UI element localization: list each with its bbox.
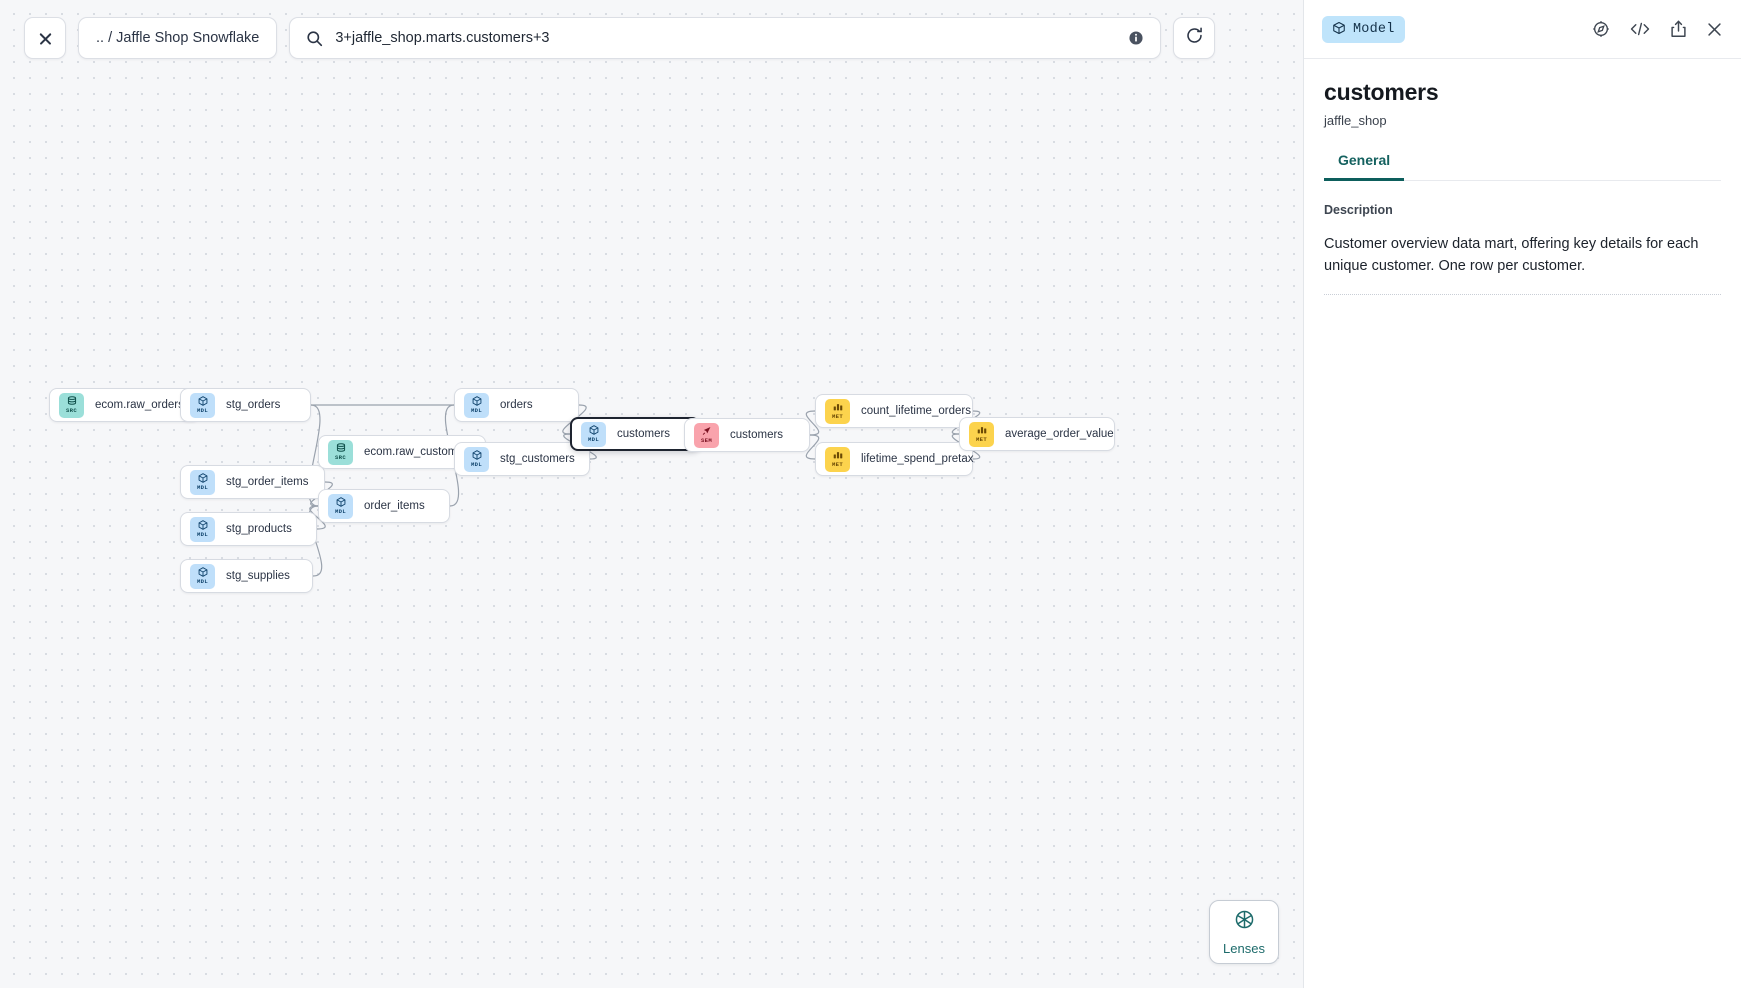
node-type-badge-sem-icon: SEM — [694, 422, 719, 448]
panel-subtitle: jaffle_shop — [1324, 113, 1387, 128]
node-label: stg_orders — [226, 399, 281, 411]
node-type-badge-src-icon: SRC — [328, 439, 353, 465]
node-type-badge-mdl-icon: MDL — [328, 493, 353, 519]
graph-node-lifetime_spend_pretax[interactable]: MET lifetime_spend_pretax — [815, 442, 974, 476]
graph-node-stg_products[interactable]: MDL stg_products — [180, 512, 317, 546]
cube-icon — [1332, 21, 1346, 38]
panel-header-actions — [1591, 19, 1723, 39]
panel-title-block: customers jaffle_shop — [1304, 59, 1741, 128]
resource-type-label: Model — [1353, 21, 1395, 37]
node-type-badge-met-icon: MET — [825, 446, 850, 472]
breadcrumb[interactable]: .. / Jaffle Shop Snowflake — [78, 17, 278, 59]
graph-node-stg_order_items[interactable]: MDL stg_order_items — [180, 465, 325, 499]
graph-node-order_items[interactable]: MDL order_items — [318, 489, 450, 523]
node-label: average_order_value — [1005, 428, 1114, 440]
share-icon[interactable] — [1669, 19, 1688, 39]
graph-node-stg_orders[interactable]: MDL stg_orders — [180, 388, 311, 422]
graph-node-count_lifetime_orders[interactable]: MET count_lifetime_orders — [815, 394, 973, 428]
node-label: stg_customers — [500, 453, 575, 465]
node-label: count_lifetime_orders — [861, 405, 971, 417]
node-type-badge-mdl-icon: MDL — [190, 392, 215, 418]
node-label: stg_supplies — [226, 570, 290, 582]
search-input[interactable] — [335, 30, 1129, 46]
code-icon[interactable] — [1629, 19, 1651, 39]
graph-node-average_order_value[interactable]: MET average_order_value — [959, 417, 1115, 451]
node-label: order_items — [364, 500, 425, 512]
node-label: customers — [730, 429, 784, 441]
node-label: customers — [617, 428, 671, 440]
graph-node-stg_supplies[interactable]: MDL stg_supplies — [180, 559, 313, 593]
details-panel: Model — [1303, 0, 1741, 988]
search-icon — [306, 30, 323, 47]
breadcrumb-label: .. / Jaffle Shop Snowflake — [96, 30, 260, 46]
graph-node-ecom.raw_customers[interactable]: SRC ecom.raw_customers — [318, 435, 486, 469]
node-type-badge-met-icon: MET — [969, 421, 994, 447]
refresh-icon — [1185, 26, 1204, 50]
graph-node-ecom.raw_orders[interactable]: SRC ecom.raw_orders — [49, 388, 200, 422]
node-type-badge-mdl-icon: MDL — [190, 563, 215, 589]
node-type-badge-mdl-icon: MDL — [464, 446, 489, 472]
close-lineage-button[interactable] — [24, 17, 66, 59]
graph-node-stg_customers[interactable]: MDL stg_customers — [454, 442, 590, 476]
close-icon — [38, 31, 53, 46]
node-type-badge-mdl-icon: MDL — [190, 516, 215, 542]
close-panel-icon[interactable] — [1706, 21, 1723, 38]
resource-type-chip[interactable]: Model — [1322, 15, 1405, 43]
node-type-badge-src-icon: SRC — [59, 392, 84, 418]
node-type-badge-met-icon: MET — [825, 398, 850, 424]
node-label: ecom.raw_orders — [95, 399, 184, 411]
graph-node-customers-model[interactable]: MDL customers — [570, 417, 700, 451]
node-label: lifetime_spend_pretax — [861, 453, 974, 465]
tab-general[interactable]: General — [1324, 152, 1405, 181]
search-box[interactable] — [289, 17, 1162, 59]
aperture-icon — [1234, 909, 1255, 935]
graph-node-customers-semantic[interactable]: SEM customers — [684, 418, 810, 452]
panel-header: Model — [1304, 0, 1741, 59]
node-type-badge-mdl-icon: MDL — [581, 421, 606, 447]
lineage-canvas[interactable]: .. / Jaffle Shop Snowflake — [0, 0, 1303, 988]
node-type-badge-mdl-icon: MDL — [190, 469, 215, 495]
node-label: stg_order_items — [226, 476, 309, 488]
page-title: customers — [1324, 79, 1439, 105]
lenses-button[interactable]: Lenses — [1209, 900, 1279, 964]
node-type-badge-mdl-icon: MDL — [464, 392, 489, 418]
info-icon[interactable] — [1128, 30, 1144, 46]
description-label: Description — [1324, 203, 1393, 217]
node-label: orders — [500, 399, 533, 411]
node-label: stg_products — [226, 523, 292, 535]
node-label: ecom.raw_customers — [364, 446, 474, 458]
lineage-icon[interactable] — [1591, 19, 1611, 39]
refresh-button[interactable] — [1173, 17, 1216, 59]
divider — [1324, 294, 1721, 296]
panel-body: Description Customer overview data mart,… — [1304, 181, 1741, 299]
lenses-label: Lenses — [1223, 940, 1265, 956]
graph-node-orders[interactable]: MDL orders — [454, 388, 579, 422]
panel-tabs: General — [1324, 152, 1721, 181]
canvas-toolbar: .. / Jaffle Shop Snowflake — [24, 17, 1216, 59]
description-text: Customer overview data mart, offering ke… — [1324, 236, 1699, 275]
